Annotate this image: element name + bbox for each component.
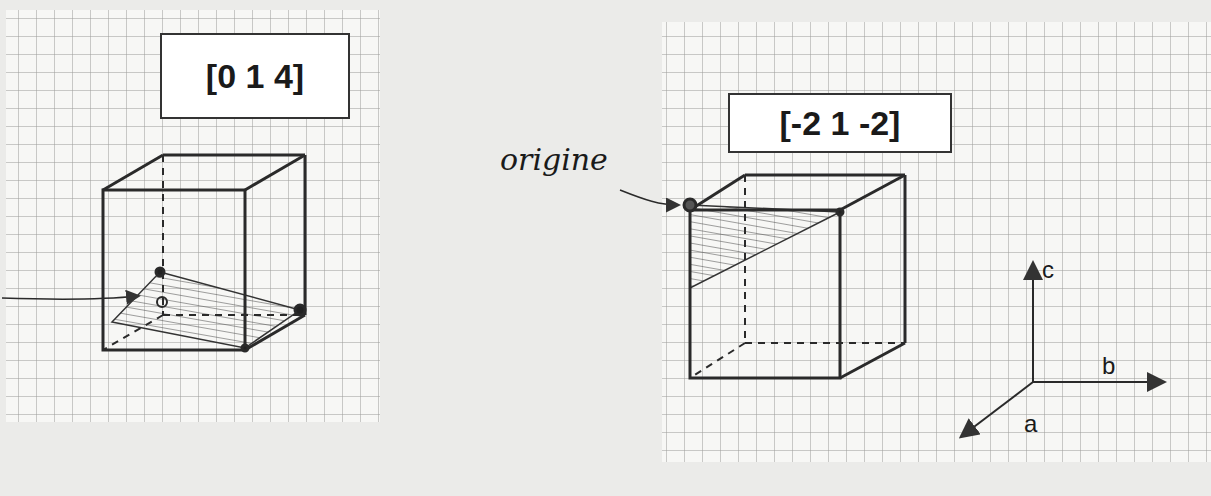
- axis-label: c: [1042, 256, 1054, 284]
- axis-label: b: [1102, 352, 1115, 380]
- handwritten-note: origine: [500, 142, 608, 177]
- label-box: [0 1 4]: [160, 33, 350, 119]
- axes: [962, 264, 1163, 436]
- cube: [620, 175, 905, 378]
- axis-label: a: [1024, 410, 1037, 438]
- direction-index: [0 1 4]: [206, 57, 304, 96]
- cube: [2, 155, 305, 351]
- label-box: [-2 1 -2]: [728, 93, 952, 153]
- direction-index: [-2 1 -2]: [780, 104, 901, 143]
